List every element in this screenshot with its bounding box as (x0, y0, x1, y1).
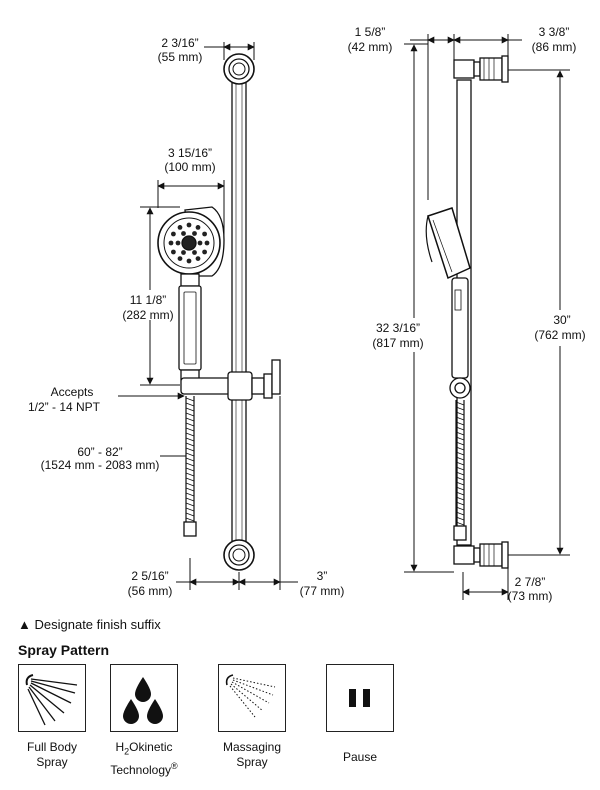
product-dimension-drawing: 2 3/16” (55 mm) 3 15/16” (100 mm) 11 1/8… (28, 25, 586, 603)
finish-triangle-icon: ▲ (18, 617, 31, 632)
dim-side-top-right-frac: 3 3/8” (539, 25, 570, 39)
h2okinetic-drops-icon (110, 664, 178, 732)
spray-nozzle (177, 256, 183, 261)
spray-nozzle (186, 222, 192, 228)
spray-nozzle (168, 240, 174, 246)
spray-nozzle (186, 258, 192, 264)
spray-nozzle (192, 231, 197, 236)
spray-nozzle (181, 231, 186, 236)
dim-hose-mm: (1524 mm - 2083 mm) (41, 458, 160, 472)
dim-accepts-label: Accepts (51, 385, 94, 399)
spray-nozzle (171, 231, 176, 237)
dim-hose-frac: 60” - 82” (77, 445, 122, 459)
front-slide-bar (231, 79, 247, 546)
dim-bottom-left-frac: 2 5/16” (131, 569, 168, 583)
side-top-wall-mount (453, 55, 509, 83)
spray-pattern-title: Spray Pattern (18, 642, 110, 658)
front-shower-head (157, 206, 225, 277)
side-handshower-handle (449, 277, 471, 399)
spray-nozzle (204, 240, 210, 246)
front-hose (183, 396, 197, 537)
spray-nozzle (195, 256, 201, 261)
dim-head-height-frac: 11 1/8” (130, 293, 166, 307)
spray-nozzle (202, 249, 208, 255)
spray-nozzle (197, 240, 203, 246)
dim-accepts-thread: 1/2” - 14 NPT (28, 400, 101, 414)
spray-nozzle (175, 240, 181, 246)
dim-top-width-mm: (55 mm) (158, 50, 203, 64)
front-slider-bracket (180, 359, 281, 401)
side-view (425, 55, 509, 569)
front-view (157, 53, 281, 571)
dim-side-bottom-frac: 2 7/8” (515, 575, 546, 589)
side-dimension-lines (404, 34, 570, 600)
dim-head-height-mm: (282 mm) (122, 308, 173, 322)
massaging-spray-icon (218, 664, 286, 732)
spray-nozzle (202, 231, 208, 237)
spray-nozzle (171, 249, 176, 255)
spray-nozzle (195, 225, 201, 230)
full-body-spray-icon (18, 664, 86, 732)
pause-caption: Pause (342, 750, 378, 764)
spray-nozzle (181, 250, 186, 255)
side-bottom-wall-mount (453, 541, 509, 569)
dim-side-top-left-mm: (42 mm) (348, 40, 393, 54)
dim-head-width-mm: (100 mm) (164, 160, 215, 174)
finish-note-text: Designate finish suffix (34, 617, 161, 632)
dim-side-total-frac: 32 3/16” (376, 321, 420, 335)
dim-side-bottom-mm: (73 mm) (508, 589, 553, 603)
dim-bottom-left-mm: (56 mm) (128, 584, 173, 598)
front-dimension-lines (118, 42, 298, 590)
side-hose (453, 400, 467, 541)
front-top-wall-mount (223, 53, 255, 85)
dim-side-total-mm: (817 mm) (372, 336, 423, 350)
dim-side-bar-mm: (762 mm) (534, 328, 585, 342)
side-shower-head (425, 207, 471, 280)
spray-nozzle (177, 225, 183, 230)
dim-bottom-right-frac: 3” (317, 569, 328, 583)
finish-note: ▲ Designate finish suffix (18, 617, 161, 632)
spray-nozzle (192, 250, 197, 255)
dim-side-bar-frac: 30” (553, 313, 570, 327)
dim-side-top-right-mm: (86 mm) (532, 40, 577, 54)
dim-top-width-frac: 2 3/16” (161, 36, 198, 50)
dim-bottom-right-mm: (77 mm) (300, 584, 345, 598)
front-bottom-wall-mount (223, 539, 255, 571)
pause-icon (326, 664, 394, 732)
dim-head-width-frac: 3 15/16” (168, 146, 212, 160)
dim-side-top-left-frac: 1 5/8” (355, 25, 386, 39)
front-handshower-handle (178, 273, 202, 381)
